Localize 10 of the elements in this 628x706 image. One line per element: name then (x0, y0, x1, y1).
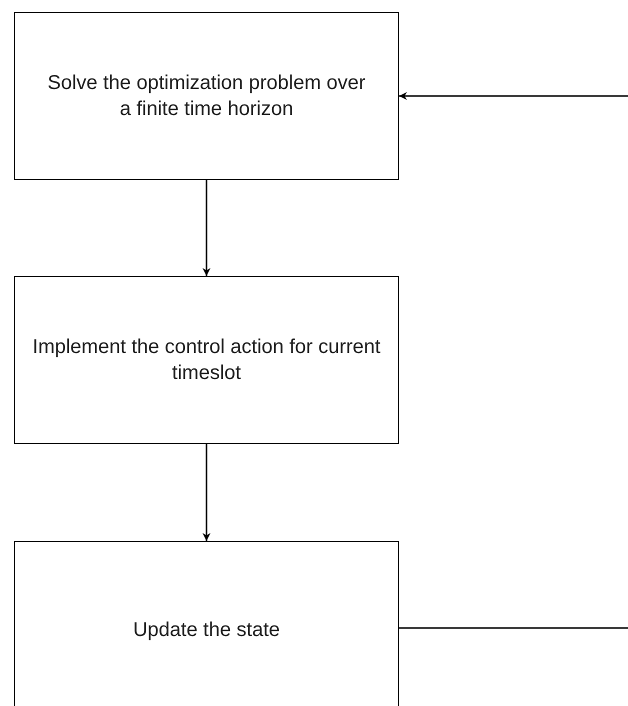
process-box (14, 541, 399, 706)
connector-line (399, 627, 628, 629)
box-text: Update the state (133, 618, 280, 643)
process-box (14, 12, 399, 180)
arrow (399, 92, 628, 100)
arrow (202, 180, 210, 276)
box-text: Implement the control action for current timeslot (32, 335, 382, 386)
process-box (14, 276, 399, 444)
box-text: Solve the optimization problem over a finite time horizon (46, 71, 366, 122)
arrow (202, 444, 210, 541)
